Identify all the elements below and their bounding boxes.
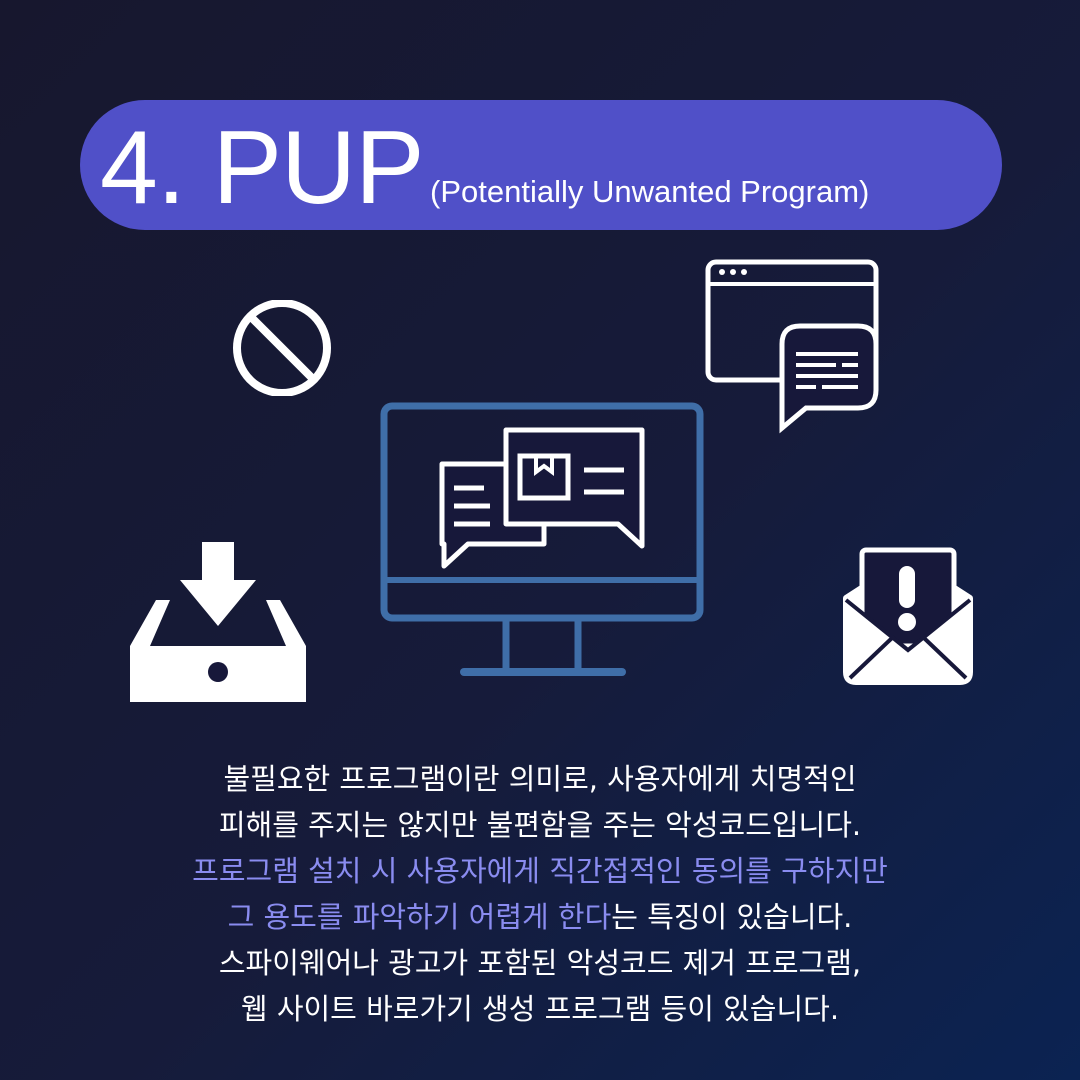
description-line-4-highlight: 그 용도를 파악하기 어렵게 한다 — [227, 900, 612, 934]
envelope-alert-icon — [843, 547, 973, 685]
page-title: 4. PUP — [100, 110, 424, 226]
description-line-1: 불필요한 프로그램이란 의미로, 사용자에게 치명적인 — [223, 762, 857, 796]
browser-window-chat-icon — [705, 259, 879, 434]
description-line-4: 그 용도를 파악하기 어렵게 한다는 특징이 있습니다. — [60, 894, 1020, 940]
description-line-2: 피해를 주지는 않지만 불편함을 주는 악성코드입니다. — [218, 808, 862, 842]
description-line-3-highlight: 프로그램 설치 시 사용자에게 직간접적인 동의를 구하지만 — [192, 854, 888, 888]
description: 불필요한 프로그램이란 의미로, 사용자에게 치명적인 피해를 주지는 않지만 … — [60, 756, 1020, 1032]
description-line-4-rest: 는 특징이 있습니다. — [611, 900, 853, 934]
page-subtitle: (Potentially Unwanted Program) — [430, 174, 870, 209]
monitor-chat-icon — [380, 402, 704, 676]
description-line-5: 스파이웨어나 광고가 포함된 악성코드 제거 프로그램, — [218, 946, 862, 980]
title-banner — [80, 100, 1002, 230]
download-inbox-icon — [130, 542, 306, 702]
prohibited-icon — [233, 300, 331, 396]
description-line-6: 웹 사이트 바로가기 생성 프로그램 등이 있습니다. — [240, 992, 840, 1026]
